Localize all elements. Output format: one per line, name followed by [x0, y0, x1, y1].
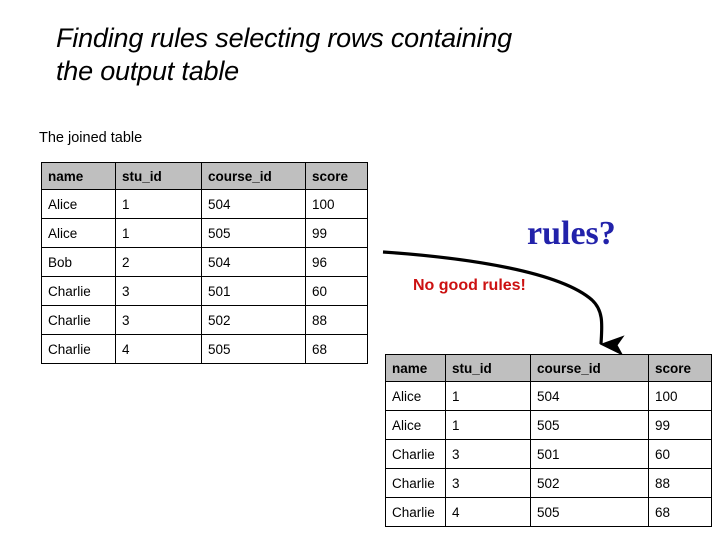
table-row: Charlie 3 501 60 — [385, 439, 712, 469]
cell-score: 99 — [648, 410, 712, 440]
cell-score: 60 — [648, 439, 712, 469]
cell-stu-id: 3 — [115, 305, 202, 335]
cell-score: 88 — [648, 468, 712, 498]
cell-score: 68 — [648, 497, 712, 527]
cell-name: Charlie — [41, 276, 116, 306]
joined-table: name stu_id course_id score Alice 1 504 … — [41, 162, 368, 364]
column-header-score: score — [648, 354, 712, 382]
joined-table-caption: The joined table — [39, 130, 143, 146]
cell-score: 60 — [305, 276, 368, 306]
cell-name: Charlie — [385, 468, 446, 498]
cell-score: 100 — [305, 189, 368, 219]
cell-score: 68 — [305, 334, 368, 364]
page-title: Finding rules selecting rows containing … — [56, 23, 512, 86]
table-row: Alice 1 504 100 — [385, 381, 712, 411]
cell-course-id: 502 — [201, 305, 306, 335]
cell-stu-id: 1 — [445, 381, 531, 411]
cell-course-id: 502 — [530, 468, 649, 498]
cell-name: Bob — [41, 247, 116, 277]
table-row: Charlie 4 505 68 — [385, 497, 712, 527]
flow-arrow-path — [382, 250, 625, 356]
table-row: Alice 1 505 99 — [385, 410, 712, 440]
rules-question-label: rules? — [527, 215, 616, 252]
cell-score: 99 — [305, 218, 368, 248]
table-header-row: name stu_id course_id score — [41, 162, 368, 190]
cell-course-id: 504 — [201, 247, 306, 277]
cell-name: Charlie — [385, 439, 446, 469]
table-row: Bob 2 504 96 — [41, 247, 368, 277]
cell-score: 88 — [305, 305, 368, 335]
cell-course-id: 501 — [201, 276, 306, 306]
cell-name: Charlie — [41, 305, 116, 335]
cell-name: Charlie — [385, 497, 446, 527]
column-header-course-id: course_id — [530, 354, 649, 382]
cell-course-id: 505 — [530, 497, 649, 527]
column-header-course-id: course_id — [201, 162, 306, 190]
output-table: name stu_id course_id score Alice 1 504 … — [385, 354, 712, 527]
cell-course-id: 504 — [530, 381, 649, 411]
column-header-stu-id: stu_id — [445, 354, 531, 382]
cell-course-id: 501 — [530, 439, 649, 469]
cell-stu-id: 1 — [445, 410, 531, 440]
cell-name: Alice — [41, 218, 116, 248]
cell-stu-id: 4 — [445, 497, 531, 527]
cell-stu-id: 3 — [445, 468, 531, 498]
cell-course-id: 505 — [201, 218, 306, 248]
cell-name: Charlie — [41, 334, 116, 364]
table-row: Charlie 4 505 68 — [41, 334, 368, 364]
cell-name: Alice — [41, 189, 116, 219]
cell-score: 100 — [648, 381, 712, 411]
table-row: Alice 1 504 100 — [41, 189, 368, 219]
cell-stu-id: 4 — [115, 334, 202, 364]
cell-name: Alice — [385, 410, 446, 440]
cell-score: 96 — [305, 247, 368, 277]
cell-course-id: 504 — [201, 189, 306, 219]
table-row: Alice 1 505 99 — [41, 218, 368, 248]
table-header-row: name stu_id course_id score — [385, 354, 712, 382]
column-header-score: score — [305, 162, 368, 190]
cell-name: Alice — [385, 381, 446, 411]
cell-stu-id: 1 — [115, 218, 202, 248]
table-row: Charlie 3 501 60 — [41, 276, 368, 306]
table-row: Charlie 3 502 88 — [385, 468, 712, 498]
column-header-name: name — [41, 162, 116, 190]
column-header-name: name — [385, 354, 446, 382]
cell-stu-id: 3 — [445, 439, 531, 469]
cell-stu-id: 1 — [115, 189, 202, 219]
cell-course-id: 505 — [530, 410, 649, 440]
table-row: Charlie 3 502 88 — [41, 305, 368, 335]
cell-stu-id: 3 — [115, 276, 202, 306]
no-good-rules-label: No good rules! — [413, 277, 526, 294]
cell-stu-id: 2 — [115, 247, 202, 277]
column-header-stu-id: stu_id — [115, 162, 202, 190]
cell-course-id: 505 — [201, 334, 306, 364]
